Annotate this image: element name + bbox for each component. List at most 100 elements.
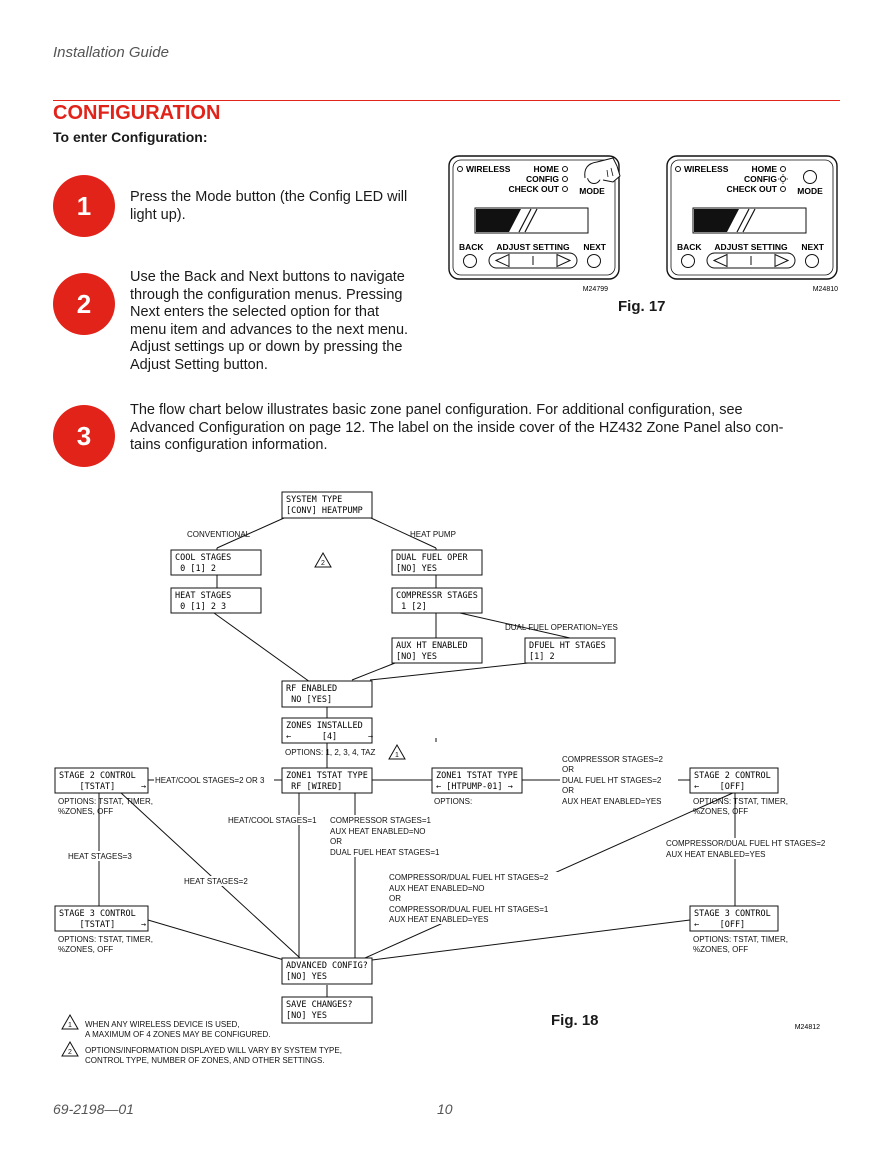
home-led-icon bbox=[780, 166, 786, 172]
back-button[interactable] bbox=[463, 254, 477, 268]
next-button[interactable] bbox=[587, 254, 601, 268]
box-stage2-control-left: STAGE 2 CONTROL [TSTAT] → bbox=[54, 767, 149, 794]
svg-text:AUX HEAT ENABLED=YES: AUX HEAT ENABLED=YES bbox=[666, 850, 766, 859]
svg-text:SAVE CHANGES?: SAVE CHANGES? bbox=[286, 1000, 353, 1010]
label-heat-stages-3: HEAT STAGES=3 bbox=[68, 852, 132, 861]
svg-text:RF ENABLED: RF ENABLED bbox=[286, 684, 337, 694]
warning-triangle-icon bbox=[314, 551, 332, 568]
svg-text:HEAT STAGES: HEAT STAGES bbox=[175, 591, 231, 601]
box-stage3-control-left: STAGE 3 CONTROL [TSTAT] → bbox=[54, 905, 149, 932]
footer-doc-number: 69-2198—01 bbox=[53, 1101, 134, 1117]
box-zone1-tstat-type: ZONE1 TSTAT TYPE RF [WIRED] bbox=[281, 767, 373, 794]
svg-text:STAGE 3 CONTROL: STAGE 3 CONTROL bbox=[694, 909, 771, 919]
check-out-label: CHECK OUT bbox=[726, 184, 777, 194]
note-2-line-2: CONTROL TYPE, NUMBER OF ZONES, AND OTHER… bbox=[85, 1056, 325, 1065]
flowchart-notes: 1 WHEN ANY WIRELESS DEVICE IS USED, A MA… bbox=[61, 1013, 342, 1065]
svg-text:← [HTPUMP-01] →: ← [HTPUMP-01] → bbox=[436, 782, 513, 792]
box-stage2-control-right: STAGE 2 CONTROL ← [OFF] bbox=[689, 767, 779, 794]
svg-text:2: 2 bbox=[321, 560, 325, 567]
svg-text:[1] 2: [1] 2 bbox=[529, 652, 555, 662]
svg-text:OR: OR bbox=[562, 786, 574, 795]
wireless-led-icon bbox=[457, 166, 463, 172]
svg-text:COMPRESSOR STAGES=1: COMPRESSOR STAGES=1 bbox=[330, 816, 432, 825]
step-1-line: Press the Mode button (the Config LED wi… bbox=[130, 189, 408, 205]
fig17-caption: Fig. 17 bbox=[618, 298, 666, 315]
step-2-line: through the configuration menus. Pressin… bbox=[130, 286, 403, 303]
next-label: NEXT bbox=[801, 242, 824, 252]
svg-text:STAGE 2 CONTROL: STAGE 2 CONTROL bbox=[694, 771, 771, 781]
config-label: CONFIG bbox=[526, 174, 559, 184]
svg-text:ZONE1 TSTAT TYPE: ZONE1 TSTAT TYPE bbox=[436, 771, 518, 781]
svg-text:COMPRESSOR/DUAL FUEL HT STAGES: COMPRESSOR/DUAL FUEL HT STAGES=2 bbox=[389, 873, 549, 882]
box-dual-fuel-oper: DUAL FUEL OPER [NO] YES bbox=[391, 549, 483, 576]
step-2-line: Adjust Setting button. bbox=[130, 356, 268, 373]
fig17-code-2: M24810 bbox=[813, 286, 838, 293]
svg-text:DFUEL HT STAGES: DFUEL HT STAGES bbox=[529, 641, 606, 651]
fig17-diagram: WIRELESS HOME CONFIG CHECK OUT MODE BACK… bbox=[448, 155, 838, 293]
svg-text:COMPRESSOR STAGES=2: COMPRESSOR STAGES=2 bbox=[562, 755, 664, 764]
box-stage3-control-right: STAGE 3 CONTROL ← [OFF] bbox=[689, 905, 779, 932]
mode-button[interactable] bbox=[803, 170, 817, 184]
step-2-line: Next enters the selected option for that bbox=[130, 304, 380, 320]
step-1-badge: 1 bbox=[53, 175, 115, 237]
box-compressr-stages: COMPRESSR STAGES 1 [2] bbox=[391, 587, 483, 614]
svg-text:COMPRESSR STAGES: COMPRESSR STAGES bbox=[396, 591, 478, 601]
box-save-changes: SAVE CHANGES? [NO] YES bbox=[281, 996, 373, 1024]
section-rule bbox=[53, 100, 840, 101]
step-3-line: tains configuration information. bbox=[130, 437, 328, 453]
note-1-line-2: A MAXIMUM OF 4 ZONES MAY BE CONFIGURED. bbox=[85, 1030, 271, 1039]
step-2-text: Use the Back and Next buttons to navigat… bbox=[130, 269, 440, 374]
svg-text:%ZONES, OFF: %ZONES, OFF bbox=[693, 945, 748, 954]
home-label: HOME bbox=[752, 164, 778, 174]
box-heat-stages: HEAT STAGES 0 [1] 2 3 bbox=[170, 587, 262, 614]
check-out-led-icon bbox=[780, 186, 786, 192]
svg-text:STAGE 3 CONTROL: STAGE 3 CONTROL bbox=[59, 909, 136, 919]
label-heat-cool-1: HEAT/COOL STAGES=1 bbox=[228, 816, 317, 825]
label-heat-cool-2-or-3: HEAT/COOL STAGES=2 OR 3 bbox=[155, 776, 265, 785]
svg-text:AUX HEAT ENABLED=NO: AUX HEAT ENABLED=NO bbox=[330, 827, 426, 836]
label-heat-pump: HEAT PUMP bbox=[410, 530, 456, 539]
label-conventional: CONVENTIONAL bbox=[187, 530, 251, 539]
step-2-line: menu item and advances to the next menu. bbox=[130, 321, 409, 338]
mode-label: MODE bbox=[797, 186, 823, 196]
wireless-label: WIRELESS bbox=[684, 164, 729, 174]
svg-text:1: 1 bbox=[68, 1022, 72, 1029]
footer-page-number: 10 bbox=[437, 1101, 453, 1117]
wireless-label: WIRELESS bbox=[466, 164, 511, 174]
svg-text:ZONE1 TSTAT TYPE: ZONE1 TSTAT TYPE bbox=[286, 771, 368, 781]
label-options-stage2-right-2: %ZONES, OFF bbox=[693, 807, 748, 816]
svg-text:[CONV] HEATPUMP: [CONV] HEATPUMP bbox=[286, 506, 363, 516]
mode-label: MODE bbox=[579, 186, 605, 196]
svg-text:%ZONES, OFF: %ZONES, OFF bbox=[58, 945, 113, 954]
step-2-badge: 2 bbox=[53, 273, 115, 335]
back-button[interactable] bbox=[681, 254, 695, 268]
svg-text:OPTIONS: TSTAT, TIMER,: OPTIONS: TSTAT, TIMER, bbox=[58, 935, 153, 944]
svg-text:OR: OR bbox=[389, 894, 401, 903]
svg-text:[NO] YES: [NO] YES bbox=[286, 1011, 327, 1021]
box-cool-stages: COOL STAGES 0 [1] 2 bbox=[170, 549, 262, 576]
adjust-setting-button[interactable] bbox=[706, 252, 796, 269]
svg-text:DUAL FUEL OPER: DUAL FUEL OPER bbox=[396, 553, 469, 563]
svg-text:1: 1 bbox=[395, 752, 399, 759]
back-label: BACK bbox=[677, 242, 702, 252]
svg-text:[TSTAT] →: [TSTAT] → bbox=[59, 920, 146, 930]
config-label: CONFIG bbox=[744, 174, 777, 184]
adjust-setting-button[interactable] bbox=[488, 252, 578, 269]
adjust-label: ADJUST SETTING bbox=[714, 242, 788, 252]
next-button[interactable] bbox=[805, 254, 819, 268]
step-2-line: Adjust settings up or down by pressing t… bbox=[130, 339, 403, 355]
svg-text:2: 2 bbox=[68, 1049, 72, 1056]
svg-text:STAGE 2 CONTROL: STAGE 2 CONTROL bbox=[59, 771, 136, 781]
box-dfuel-ht-stages: DFUEL HT STAGES [1] 2 bbox=[524, 637, 616, 664]
finger-pointer-icon bbox=[584, 157, 621, 183]
svg-text:[TSTAT] →: [TSTAT] → bbox=[59, 782, 146, 792]
wireless-led-icon bbox=[675, 166, 681, 172]
svg-text:ADVANCED CONFIG?: ADVANCED CONFIG? bbox=[286, 961, 368, 971]
running-head: Installation Guide bbox=[53, 44, 169, 61]
note-2-line-1: OPTIONS/INFORMATION DISPLAYED WILL VARY … bbox=[85, 1046, 342, 1055]
box-zone1-tstat-type-htpump: ZONE1 TSTAT TYPE ← [HTPUMP-01] → bbox=[431, 767, 523, 794]
fig17-code-1: M24799 bbox=[583, 286, 608, 293]
label-options-stage2-left-2: %ZONES, OFF bbox=[58, 807, 113, 816]
next-label: NEXT bbox=[583, 242, 606, 252]
fig18-flowchart: SYSTEM TYPE [CONV] HEATPUMP COOL STAGES … bbox=[54, 491, 840, 1065]
